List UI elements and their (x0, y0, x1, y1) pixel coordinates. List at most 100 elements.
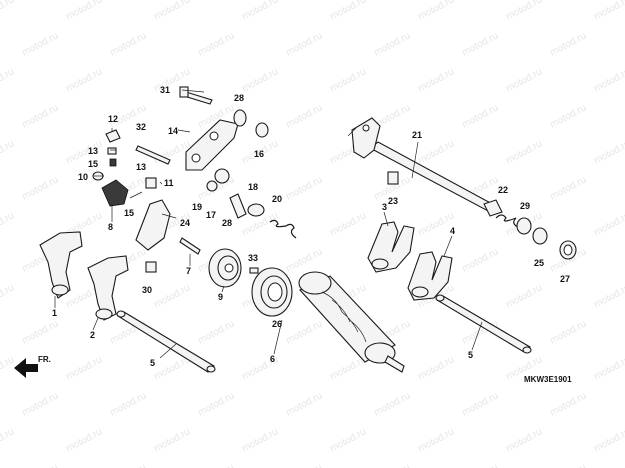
part-label-33: 33 (248, 253, 258, 263)
part-label-13-lower: 13 (136, 162, 146, 172)
watermark-text: motod.ru (328, 426, 368, 454)
watermark-text: motod.ru (108, 390, 148, 418)
spindle-hardware (387, 171, 577, 260)
diagram-code: MKW3E1901 (524, 375, 572, 384)
watermark-text: motod.ru (548, 318, 588, 346)
watermark-text: motod.ru (20, 102, 60, 130)
watermark-text: motod.ru (460, 246, 500, 274)
watermark-text: motod.ru (108, 30, 148, 58)
leader-lines (54, 89, 483, 359)
shift-fork-3 (367, 221, 415, 273)
watermark-text: motod.ru (504, 282, 544, 310)
watermark-text: motod.ru (548, 30, 588, 58)
watermark-text: motod.ru (20, 174, 60, 202)
watermark-text: motod.ru (460, 102, 500, 130)
watermark-text: motod.ru (196, 462, 236, 468)
watermark-text: motod.ru (548, 102, 588, 130)
part-label-24: 24 (180, 218, 190, 228)
watermark-text: motod.ru (548, 390, 588, 418)
part-label-27: 27 (560, 274, 570, 284)
part-label-25: 25 (534, 258, 544, 268)
part-label-2: 2 (90, 330, 95, 340)
watermark-text: motod.ru (152, 282, 192, 310)
watermark-text: motod.ru (372, 30, 412, 58)
watermark-text: motod.ru (592, 210, 625, 238)
watermark-text: motod.ru (548, 462, 588, 468)
watermark-text: motod.ru (20, 462, 60, 468)
watermark-text: motod.ru (504, 66, 544, 94)
shift-fork-1 (39, 231, 83, 299)
gearshift-spindle (351, 117, 503, 217)
watermark-text: motod.ru (196, 390, 236, 418)
watermark-text: motod.ru (416, 138, 456, 166)
watermark-text: motod.ru (0, 282, 16, 310)
part-label-9: 9 (218, 292, 223, 302)
drum-stopper-plate (185, 119, 239, 171)
part-label-28-lower: 28 (222, 218, 232, 228)
watermark-text: motod.ru (592, 282, 625, 310)
watermark-text: motod.ru (504, 426, 544, 454)
bolt-32 (135, 145, 171, 165)
part-label-5-right: 5 (468, 350, 473, 360)
part-label-15-upper: 15 (88, 159, 98, 169)
part-label-16: 16 (254, 149, 264, 159)
watermark-text: motod.ru (284, 462, 324, 468)
watermark-text: motod.ru (284, 318, 324, 346)
part-label-17: 17 (206, 210, 216, 220)
watermark-text: motod.ru (328, 0, 368, 23)
watermark-text: motod.ru (64, 66, 104, 94)
watermark-text: motod.ru (64, 0, 104, 23)
watermark-text: motod.ru (0, 210, 16, 238)
shift-fork-shaft-right (435, 294, 532, 354)
watermark-text: motod.ru (0, 426, 16, 454)
watermark-text: motod.ru (284, 102, 324, 130)
part-label-3: 3 (382, 202, 387, 212)
part-label-12: 12 (108, 114, 118, 124)
guide-plate (135, 199, 171, 251)
part-label-1: 1 (52, 308, 57, 318)
watermark-text: motod.ru (592, 66, 625, 94)
watermark-text: motod.ru (240, 66, 280, 94)
part-label-18: 18 (248, 182, 258, 192)
watermark-text: motod.ru (0, 0, 16, 23)
pins-7-30-33 (145, 237, 259, 274)
watermark-text: motod.ru (64, 426, 104, 454)
front-direction-arrow: FR. (14, 355, 51, 378)
collar-16 (255, 122, 269, 138)
part-label-13-upper: 13 (88, 146, 98, 156)
part-label-5-left: 5 (150, 358, 155, 368)
watermark-text: motod.ru (0, 354, 16, 382)
watermark-text: motod.ru (240, 426, 280, 454)
part-label-19: 19 (192, 202, 202, 212)
part-label-22: 22 (498, 185, 508, 195)
part-label-11: 11 (164, 178, 174, 188)
stopper-arm (101, 179, 129, 207)
watermark-text: motod.ru (196, 30, 236, 58)
watermark-text: motod.ru (592, 138, 625, 166)
part-number-labels: 1 2 3 4 5 5 6 7 8 9 10 11 12 13 13 14 15… (52, 85, 570, 368)
watermark-text: motod.ru (108, 462, 148, 468)
part-label-8: 8 (108, 222, 113, 232)
part-label-28-upper: 28 (234, 93, 244, 103)
watermark-text: motod.ru (460, 30, 500, 58)
watermark-text: motod.ru (284, 30, 324, 58)
watermark-text: motod.ru (0, 138, 16, 166)
watermark-text: motod.ru (328, 66, 368, 94)
watermark-text: motod.ru (284, 174, 324, 202)
watermark-text: motod.ru (416, 66, 456, 94)
pins-and-spring (206, 168, 297, 239)
shift-fork-4 (407, 251, 453, 301)
small-hardware (92, 129, 157, 199)
watermark-text: motod.ru (152, 0, 192, 23)
part-label-23: 23 (388, 196, 398, 206)
watermark-text: motod.ru (592, 0, 625, 23)
part-label-15-lower: 15 (124, 208, 134, 218)
part-label-14: 14 (168, 126, 178, 136)
watermark-text: motod.ru (416, 426, 456, 454)
watermark-text: motod.ru (592, 426, 625, 454)
watermark-text: motod.ru (64, 138, 104, 166)
watermark-text: motod.ru (196, 318, 236, 346)
part-label-29: 29 (520, 201, 530, 211)
direction-label: FR. (38, 355, 51, 364)
